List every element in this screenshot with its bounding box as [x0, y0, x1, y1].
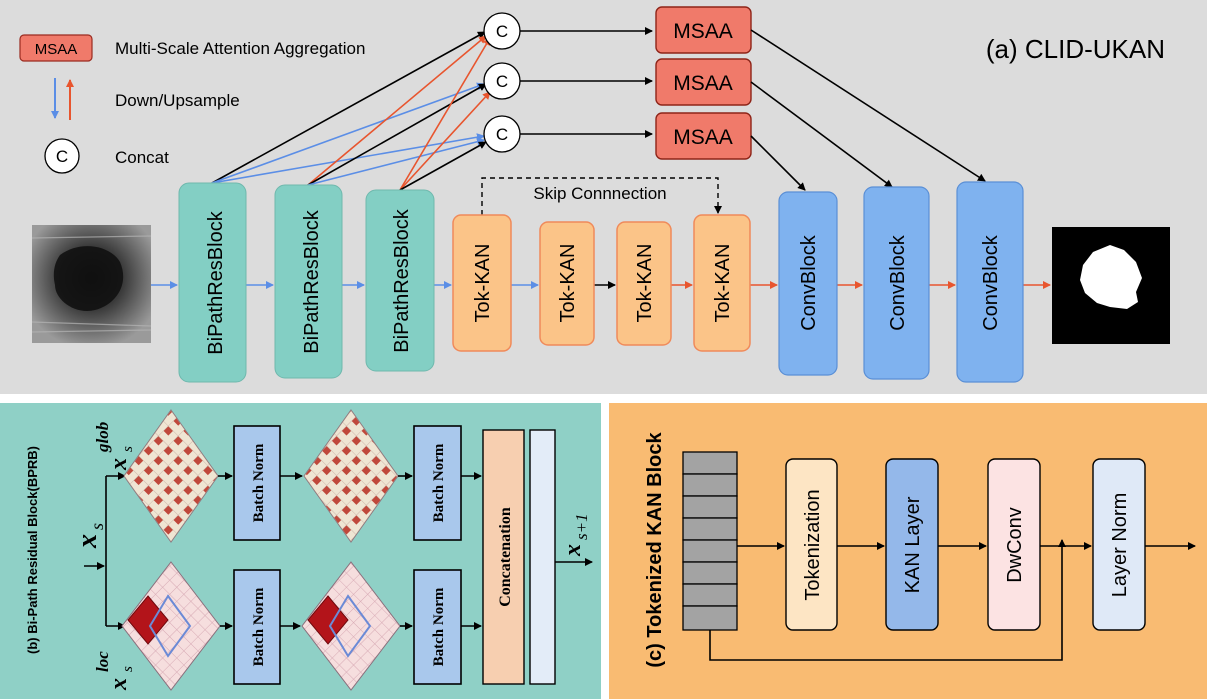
- tok-kan-block-2: Tok-KAN: [539, 221, 595, 346]
- msaa-to-decoder-arrows: [750, 29, 986, 191]
- local-attention-map-2: [301, 561, 401, 691]
- input-var-subscript: s: [87, 523, 107, 530]
- legend-msaa-badge: [19, 34, 93, 62]
- glob-var-superscript: glob: [93, 422, 112, 453]
- batch-norm-1: Batch Norm: [233, 425, 281, 541]
- local-attention-map-1: [121, 561, 221, 691]
- concat-node-1: C: [483, 12, 521, 50]
- encoder-block-1: BiPathResBlock: [178, 182, 247, 383]
- layer-norm-block: Layer Norm: [1092, 458, 1146, 631]
- encoder-block-2: BiPathResBlock: [274, 184, 343, 379]
- output-var-symbol: x: [560, 544, 586, 557]
- panel-b-title: (b) Bi-Path Residual Block(BPRB): [25, 446, 40, 654]
- glob-var-subscript: s: [120, 446, 136, 452]
- legend: MSAA Multi-Scale Attention Aggregation D…: [19, 34, 365, 174]
- decoder-block-1: ConvBlock: [778, 191, 838, 376]
- batch-norm-label: Batch Norm: [251, 587, 267, 666]
- tok-kan-block-3: Tok-KAN: [616, 221, 672, 346]
- output-segmentation-mask: [1052, 227, 1170, 344]
- loc-var-superscript: loc: [93, 651, 112, 672]
- output-var-subscript: s+1: [572, 513, 591, 540]
- concat-symbol: C: [496, 22, 508, 41]
- token-stack: [682, 451, 738, 631]
- panel-a-title: (a) CLID-UKAN: [986, 34, 1165, 64]
- kan-layer-block: KAN Layer: [885, 458, 939, 631]
- skip-connection: Skip Connnection: [481, 177, 722, 215]
- concat-node-3: C: [483, 115, 521, 153]
- tok-kan-label: Tok-KAN: [712, 244, 734, 323]
- msaa-label: MSAA: [673, 72, 733, 95]
- tok-kan-block-1: Tok-KAN: [452, 214, 512, 352]
- tokenization-label: Tokenization: [802, 489, 824, 600]
- encoder-block-label: BiPathResBlock: [301, 209, 323, 353]
- decoder-block-label: ConvBlock: [887, 234, 909, 331]
- batch-norm-label: Batch Norm: [251, 443, 267, 522]
- loc-variable-label: x s loc: [93, 651, 136, 691]
- msaa-block-1: MSAA: [655, 6, 752, 54]
- msaa-label: MSAA: [673, 20, 733, 43]
- legend-concat-icon: [44, 138, 80, 174]
- output-feature-bar: [529, 429, 556, 685]
- output-variable-label: x s+1: [560, 513, 591, 557]
- msaa-block-3: MSAA: [655, 112, 752, 160]
- decoder-block-label: ConvBlock: [980, 234, 1002, 331]
- dwconv-block: DwConv: [987, 458, 1041, 631]
- legend-msaa-label: Multi-Scale Attention Aggregation: [115, 39, 365, 58]
- kan-layer-label: KAN Layer: [902, 496, 924, 593]
- concatenation-block: Concatenation: [482, 429, 525, 685]
- panel-c-title: (c) Tokenized KAN Block: [644, 432, 666, 668]
- legend-msaa-badge-text: MSAA: [35, 41, 78, 58]
- batch-norm-2: Batch Norm: [413, 425, 462, 541]
- batch-norm-3: Batch Norm: [233, 569, 281, 685]
- glob-var-symbol: x: [106, 458, 132, 471]
- tok-kan-label: Tok-KAN: [634, 244, 656, 323]
- skip-connection-label: Skip Connnection: [533, 184, 666, 203]
- loc-var-symbol: x: [106, 678, 132, 691]
- loc-var-subscript: s: [120, 666, 136, 672]
- decoder-block-label: ConvBlock: [798, 234, 820, 331]
- encoder-block-label: BiPathResBlock: [391, 208, 413, 352]
- concat-symbol: C: [496, 125, 508, 144]
- batch-norm-label: Batch Norm: [431, 443, 447, 522]
- msaa-label: MSAA: [673, 126, 733, 149]
- concat-node-2: C: [483, 62, 521, 100]
- legend-concat-symbol: C: [56, 147, 68, 166]
- legend-updown-label: Down/Upsample: [115, 91, 240, 110]
- decoder-block-2: ConvBlock: [863, 186, 930, 380]
- global-attention-map-2: [303, 409, 399, 543]
- concat-to-msaa-arrows: [520, 27, 653, 138]
- glob-variable-label: x s glob: [93, 422, 136, 471]
- dwconv-label: DwConv: [1004, 507, 1026, 583]
- input-ultrasound-image: [31, 225, 152, 343]
- concat-symbol: C: [496, 72, 508, 91]
- layer-norm-label: Layer Norm: [1109, 493, 1131, 597]
- encoder-block-label: BiPathResBlock: [205, 210, 227, 354]
- panel-c-arrows: [709, 539, 1196, 661]
- tok-kan-label: Tok-KAN: [557, 244, 579, 323]
- legend-concat-label: Concat: [115, 148, 169, 167]
- input-var-symbol: x: [72, 534, 103, 549]
- encoder-block-3: BiPathResBlock: [365, 189, 435, 372]
- batch-norm-4: Batch Norm: [413, 569, 462, 685]
- msaa-block-2: MSAA: [655, 58, 752, 106]
- decoder-block-3: ConvBlock: [956, 181, 1024, 383]
- batch-norm-label: Batch Norm: [431, 587, 447, 666]
- input-variable-xs: x s: [72, 523, 107, 549]
- tokenization-block: Tokenization: [785, 458, 838, 631]
- panel-b-arrows: [218, 472, 593, 630]
- global-attention-map-1: [123, 409, 219, 543]
- tok-kan-block-4: Tok-KAN: [693, 214, 751, 352]
- concatenation-label: Concatenation: [497, 507, 514, 607]
- tok-kan-label: Tok-KAN: [472, 244, 494, 323]
- encoder-to-concat-connections: [211, 31, 491, 191]
